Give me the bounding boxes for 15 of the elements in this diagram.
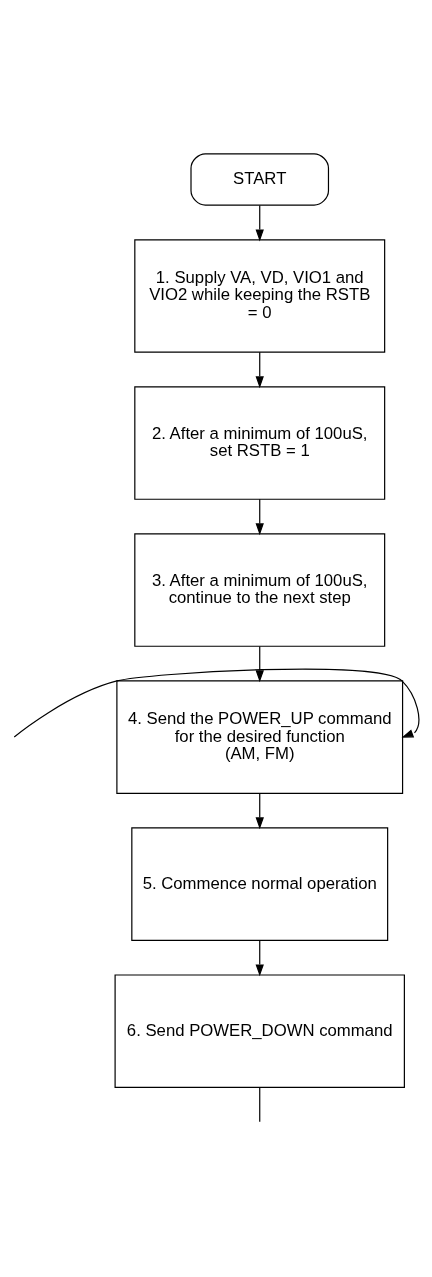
node-box: 6. Send POWER_DOWN command <box>114 974 405 1088</box>
node-box: START <box>190 153 330 206</box>
arrow <box>255 204 264 242</box>
arrow <box>255 645 264 683</box>
arrow <box>255 351 264 389</box>
arrow <box>255 939 264 977</box>
arrow <box>255 792 264 830</box>
node-box: 1. Supply VA, VD, VIO1 and VIO2 while keeping the RSTB = 0 <box>134 239 386 353</box>
node-box: 5. Commence normal operation <box>131 827 389 941</box>
node-box: 2. After a minimum of 100uS, set RSTB = 1 <box>134 386 386 500</box>
arrow <box>255 498 264 536</box>
connector <box>259 1087 261 1123</box>
node-box: 3. After a minimum of 100uS, continue to the next step <box>134 533 386 647</box>
arrow <box>13 668 420 738</box>
node-box: 4. Send the POWER_UP command for the desired function (AM, FM) <box>116 680 404 794</box>
